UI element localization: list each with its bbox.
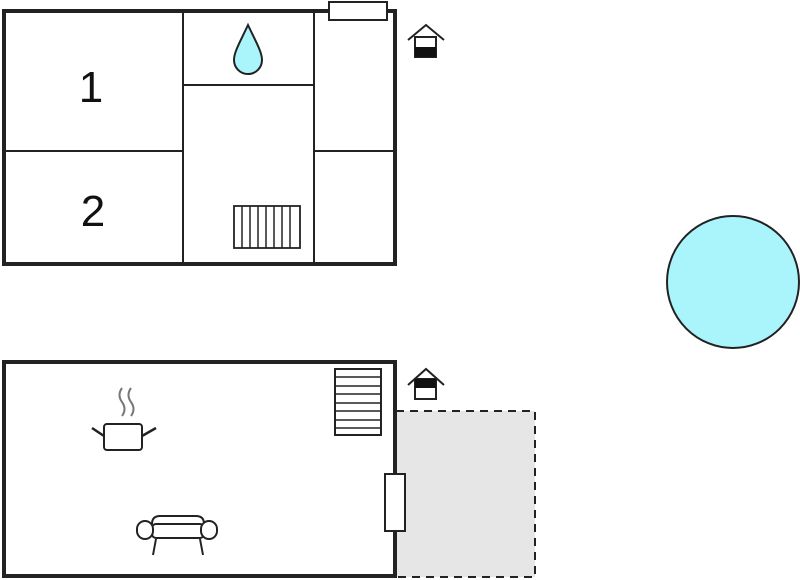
door-icon [384,473,406,532]
radiator-icon [233,205,301,249]
ground-floor [2,360,536,578]
cooking-pot-icon [91,387,157,451]
upper-floor-outline [2,9,397,266]
room-2-label: 2 [81,187,105,236]
room-1-label: 1 [79,63,103,112]
pool-icon [666,215,800,349]
window-icon [328,1,388,21]
ground-floor-outline [2,360,397,578]
sofa-icon [136,515,218,556]
water-drop-icon [232,22,264,75]
upper-floor: 1 2 [2,1,397,266]
house-entrance-icon [407,23,445,58]
stairs-icon [334,368,382,436]
house-entrance-icon [407,367,445,400]
terrace [395,410,536,578]
